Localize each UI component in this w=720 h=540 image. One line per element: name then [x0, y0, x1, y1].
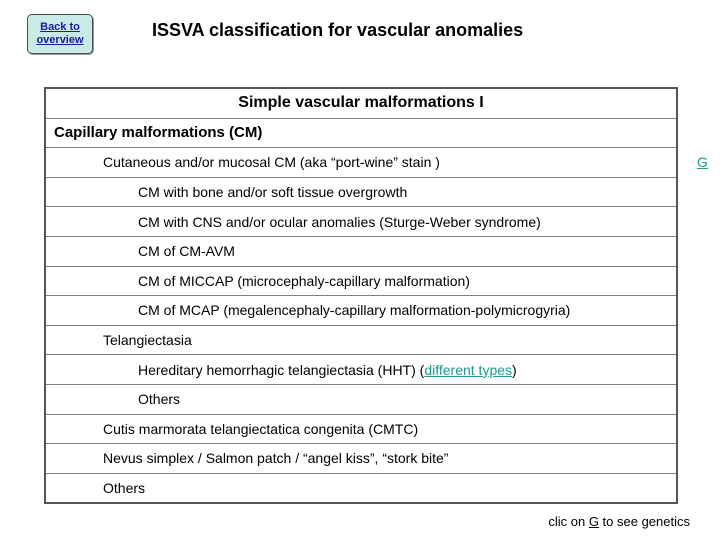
- row-label: Cutis marmorata telangiectatica congenit…: [103, 420, 419, 437]
- row-label: Cutaneous and/or mucosal CM (aka “port-w…: [103, 154, 440, 171]
- row-label: CM of MICCAP (microcephaly-capillary mal…: [138, 272, 470, 289]
- table-row: Hereditary hemorrhagic telangiectasia (H…: [44, 354, 678, 385]
- table-row: CM with CNS and/or ocular anomalies (Stu…: [44, 206, 678, 237]
- section-title: Simple vascular malformations I: [44, 86, 678, 119]
- footer-note: clic on G to see genetics: [548, 514, 690, 529]
- row-label: CM of MCAP (megalencephaly-capillary mal…: [138, 302, 571, 319]
- group-title: Capillary malformations (CM): [44, 117, 678, 149]
- classification-table: Simple vascular malformations I Capillar…: [44, 86, 708, 505]
- table-row: Telangiectasia: [44, 324, 678, 356]
- table-row: CM of MICCAP (microcephaly-capillary mal…: [44, 265, 678, 297]
- table-row: Others: [44, 472, 678, 505]
- row-label: Nevus simplex / Salmon patch / “angel ki…: [103, 450, 449, 467]
- row-label: CM with CNS and/or ocular anomalies (Stu…: [138, 213, 541, 230]
- table-row: CM of MCAP (megalencephaly-capillary mal…: [44, 295, 678, 326]
- row-label: Others: [138, 391, 181, 408]
- table-row: Cutaneous and/or mucosal CM (aka “port-w…: [44, 147, 708, 178]
- footer-genetics-link[interactable]: G: [588, 514, 599, 529]
- row-label: Hereditary hemorrhagic telangiectasia (H…: [138, 361, 517, 378]
- row-label: Telangiectasia: [103, 332, 192, 349]
- table-row: Others: [44, 383, 678, 415]
- row-label: Others: [103, 480, 146, 497]
- table-row: CM with bone and/or soft tissue overgrow…: [44, 176, 678, 208]
- table-row: Cutis marmorata telangiectatica congenit…: [44, 413, 678, 445]
- row-label: CM of CM-AVM: [138, 243, 235, 260]
- different-types-link[interactable]: different types: [424, 361, 513, 378]
- row-label: CM with bone and/or soft tissue overgrow…: [138, 184, 408, 201]
- genetics-link[interactable]: G: [697, 154, 708, 171]
- table-row: CM of CM-AVM G: [44, 235, 678, 267]
- page-title: ISSVA classification for vascular anomal…: [152, 20, 524, 40]
- table-row: Nevus simplex / Salmon patch / “angel ki…: [44, 443, 678, 474]
